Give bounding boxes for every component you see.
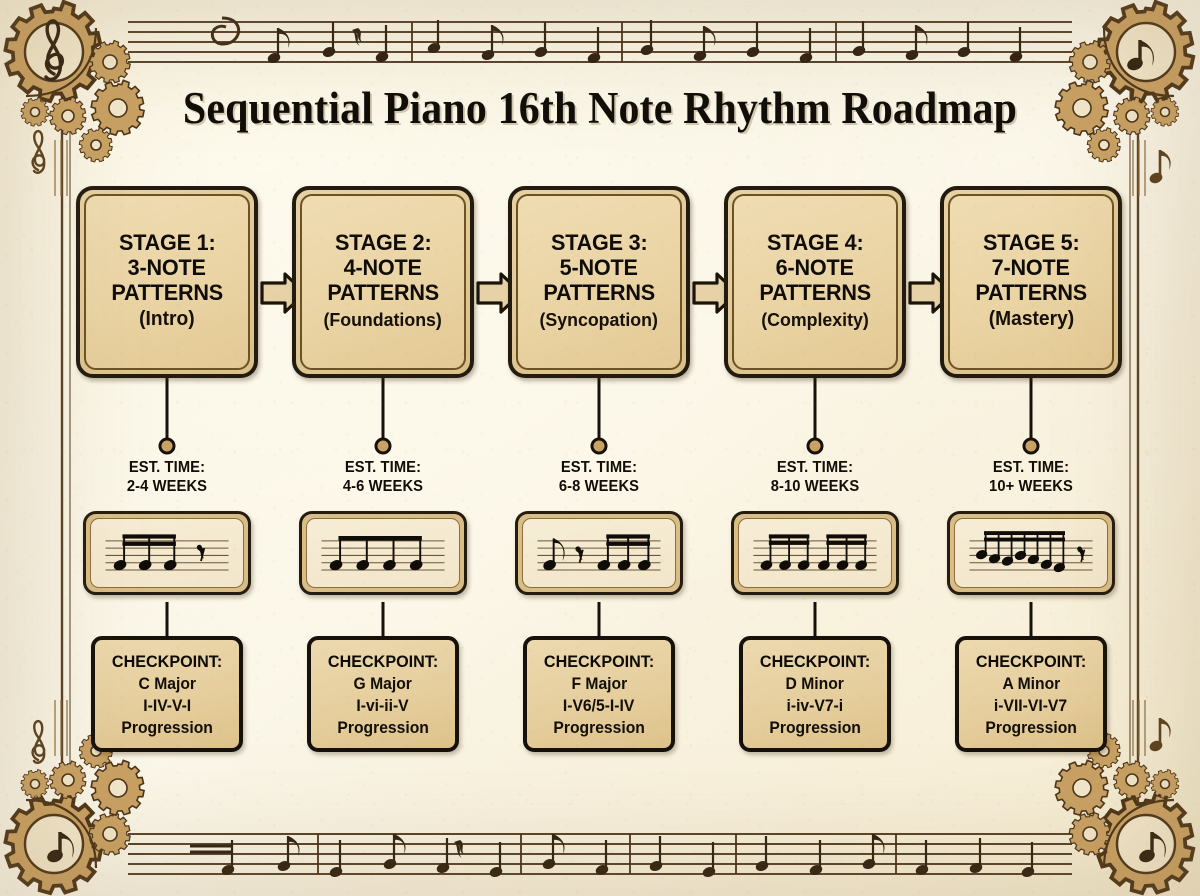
- border-staff-bottom: [128, 833, 1072, 878]
- checkpoint-progression-word: Progression: [553, 718, 645, 737]
- est-time-value: 2-4 WEEKS: [126, 478, 208, 495]
- est-time-4: EST. TIME: 8-10 WEEKS: [730, 458, 901, 496]
- est-time-value: 6-8 WEEKS: [558, 478, 640, 495]
- stage-subtitle: (Syncopation): [539, 309, 659, 330]
- stage-box-2[interactable]: STAGE 2: 4-NOTE PATTERNS (Foundations): [292, 186, 474, 378]
- music-notation-stage-2: [321, 536, 445, 571]
- est-time-label: EST. TIME:: [128, 459, 206, 476]
- stage-box-5[interactable]: STAGE 5: 7-NOTE PATTERNS (Mastery): [940, 186, 1122, 378]
- checkpoint-progression: I-V6/5-I-IV: [563, 696, 635, 715]
- checkpoint-box-1[interactable]: CHECKPOINT: C Major I-IV-V-I Progression: [91, 636, 243, 752]
- checkpoint-heading: CHECKPOINT:: [111, 651, 223, 671]
- checkpoint-box-5[interactable]: CHECKPOINT: A Minor i-VII-VI-V7 Progress…: [955, 636, 1107, 752]
- stage-pattern: 7-NOTE: [991, 255, 1071, 280]
- connector-dot: [158, 437, 1040, 455]
- notation-to-checkpoint-connector: [165, 602, 1033, 636]
- est-time-label: EST. TIME:: [560, 459, 638, 476]
- stage-pattern: 6-NOTE: [775, 255, 855, 280]
- stage-pattern: 3-NOTE: [127, 255, 207, 280]
- stage-patterns-word: PATTERNS: [975, 280, 1087, 305]
- checkpoint-progression: I-vi-ii-V: [356, 696, 410, 715]
- page-title: Sequential Piano 16th Note Rhythm Roadma…: [182, 83, 1018, 133]
- checkpoint-progression: i-iv-V7-i: [786, 696, 844, 715]
- stage-heading: STAGE 2:: [334, 230, 432, 255]
- checkpoint-heading: CHECKPOINT:: [759, 651, 871, 671]
- stage-subtitle: (Mastery): [988, 308, 1074, 330]
- checkpoint-progression: i-VII-VI-V7: [994, 696, 1068, 715]
- checkpoint-key: C Major: [138, 674, 196, 693]
- checkpoint-heading: CHECKPOINT:: [327, 651, 439, 671]
- stage-patterns-word: PATTERNS: [111, 280, 223, 305]
- stage-subtitle: (Complexity): [761, 309, 869, 330]
- checkpoint-progression-word: Progression: [337, 718, 429, 737]
- est-time-label: EST. TIME:: [992, 459, 1070, 476]
- notation-card-3[interactable]: [515, 511, 683, 595]
- stage-heading: STAGE 4:: [766, 230, 864, 255]
- est-time-value: 8-10 WEEKS: [770, 478, 860, 495]
- notation-card-2[interactable]: [299, 511, 467, 595]
- est-time-2: EST. TIME: 4-6 WEEKS: [298, 458, 469, 496]
- checkpoint-box-3[interactable]: CHECKPOINT: F Major I-V6/5-I-IV Progress…: [523, 636, 675, 752]
- checkpoint-box-2[interactable]: CHECKPOINT: G Major I-vi-ii-V Progressio…: [307, 636, 459, 752]
- est-time-1: EST. TIME: 2-4 WEEKS: [82, 458, 253, 496]
- notation-card-5[interactable]: [947, 511, 1115, 595]
- est-time-label: EST. TIME:: [776, 459, 854, 476]
- checkpoint-heading: CHECKPOINT:: [975, 651, 1087, 671]
- notation-card-1[interactable]: [83, 511, 251, 595]
- stage-box-4[interactable]: STAGE 4: 6-NOTE PATTERNS (Complexity): [724, 186, 906, 378]
- stage-pattern: 4-NOTE: [343, 255, 423, 280]
- checkpoint-progression: I-IV-V-I: [143, 696, 191, 715]
- est-time-3: EST. TIME: 6-8 WEEKS: [514, 458, 685, 496]
- checkpoint-key: D Minor: [785, 674, 845, 693]
- checkpoint-progression-word: Progression: [985, 718, 1077, 737]
- stage-heading: STAGE 1:: [118, 230, 216, 255]
- checkpoint-key: A Minor: [1002, 674, 1060, 693]
- est-time-value: 4-6 WEEKS: [342, 478, 424, 495]
- stage-patterns-word: PATTERNS: [759, 280, 871, 305]
- music-notation-stage-4: [753, 534, 877, 571]
- est-time-5: EST. TIME: 10+ WEEKS: [946, 458, 1117, 496]
- est-time-value: 10+ WEEKS: [989, 478, 1073, 495]
- music-notation-stage-5: [969, 531, 1093, 573]
- stage-heading: STAGE 3:: [550, 230, 648, 255]
- music-notation-stage-3: [537, 534, 661, 571]
- est-time-label: EST. TIME:: [344, 459, 422, 476]
- stage-box-1[interactable]: STAGE 1: 3-NOTE PATTERNS (Intro): [76, 186, 258, 378]
- checkpoint-key: F Major: [571, 674, 627, 693]
- stage-to-time-connector: [165, 378, 1033, 440]
- stage-heading: STAGE 5:: [982, 230, 1080, 255]
- checkpoint-progression-word: Progression: [769, 718, 861, 737]
- notation-card-4[interactable]: [731, 511, 899, 595]
- checkpoint-heading: CHECKPOINT:: [543, 651, 655, 671]
- stage-pattern: 5-NOTE: [559, 255, 639, 280]
- stage-subtitle: (Foundations): [323, 309, 443, 330]
- stage-box-3[interactable]: STAGE 3: 5-NOTE PATTERNS (Syncopation): [508, 186, 690, 378]
- stage-patterns-word: PATTERNS: [327, 280, 439, 305]
- border-staff-top: [128, 16, 1072, 64]
- music-notation-stage-1: [105, 534, 229, 571]
- stage-subtitle: (Intro): [139, 308, 195, 330]
- checkpoint-key: G Major: [353, 674, 413, 693]
- checkpoint-progression-word: Progression: [121, 718, 213, 737]
- checkpoint-box-4[interactable]: CHECKPOINT: D Minor i-iv-V7-i Progressio…: [739, 636, 891, 752]
- stage-patterns-word: PATTERNS: [543, 280, 655, 305]
